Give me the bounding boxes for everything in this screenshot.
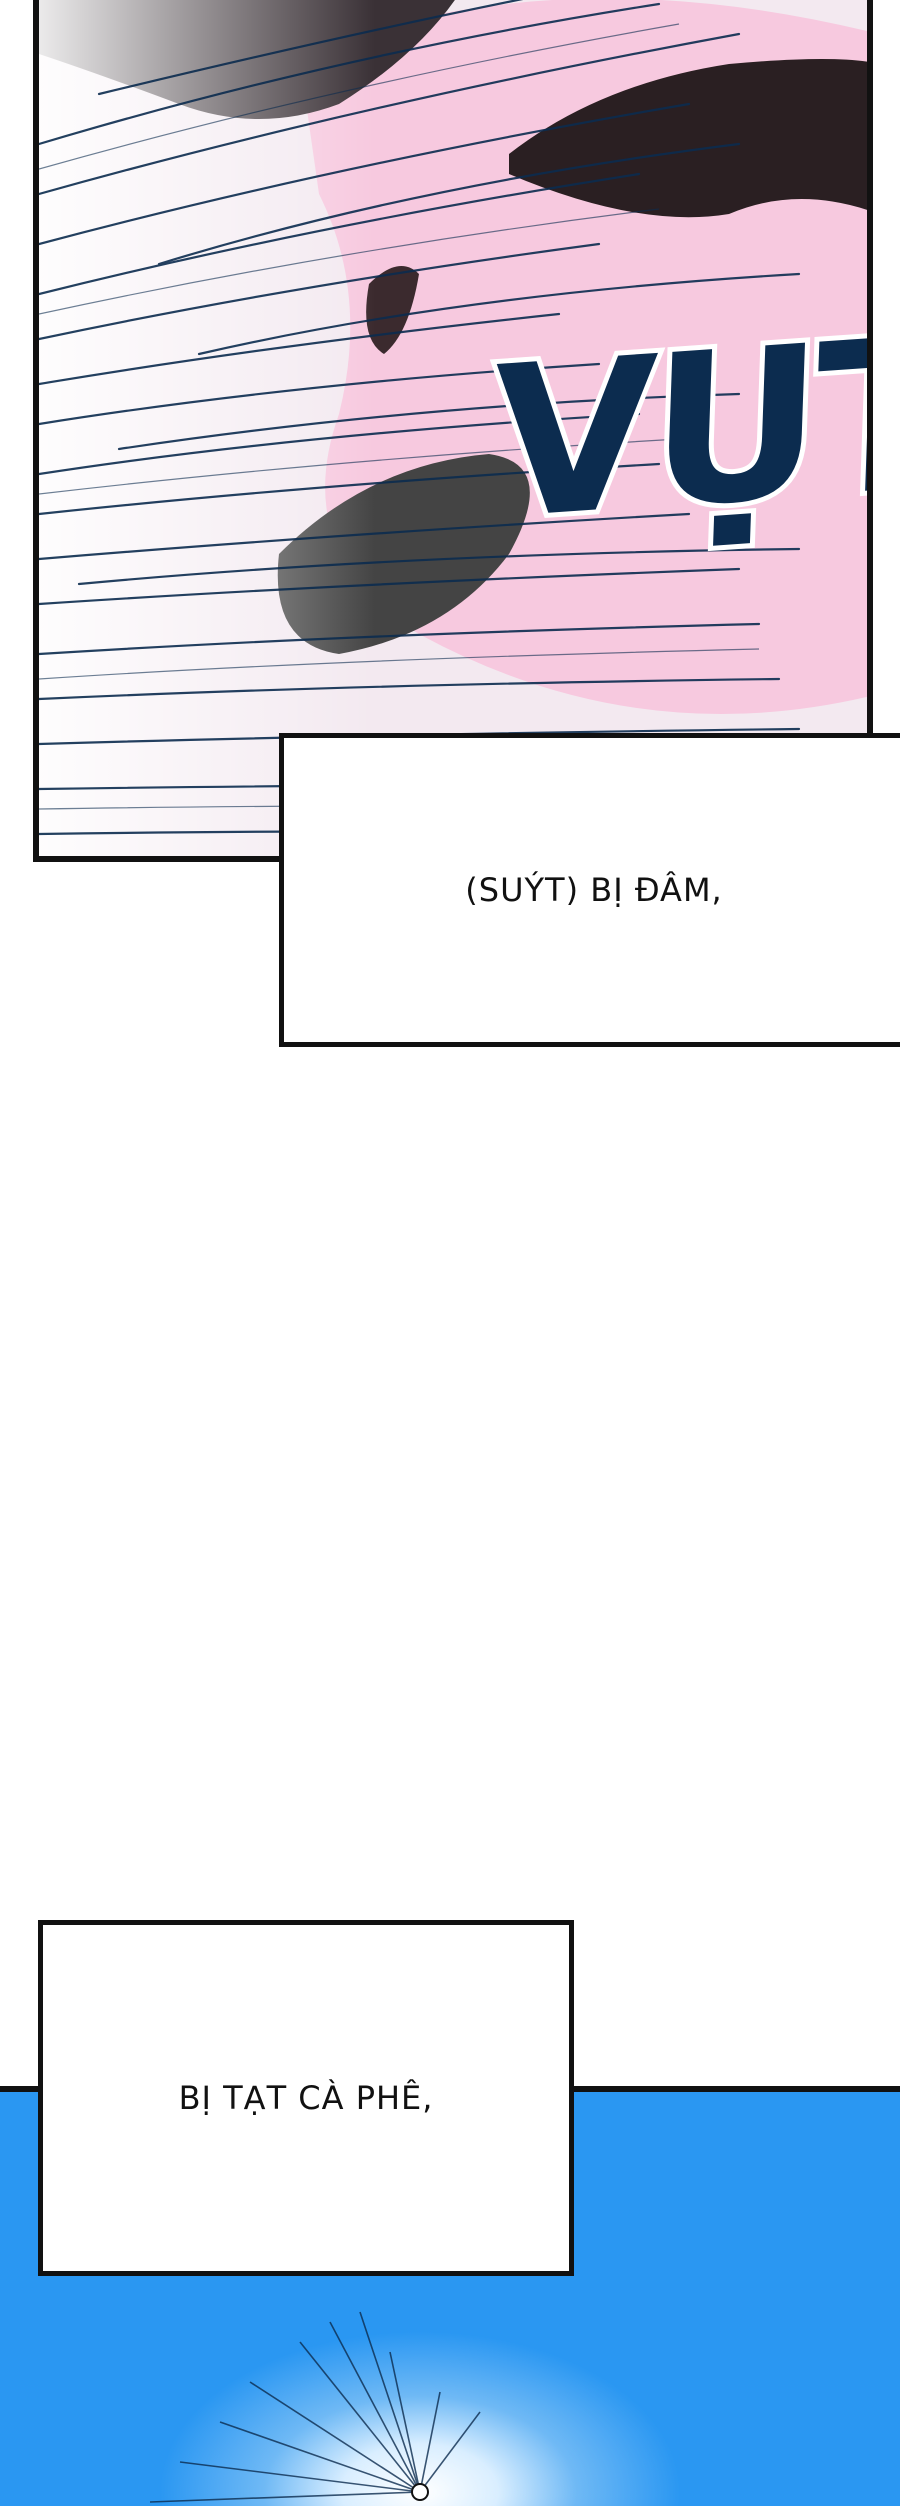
caption-text-1: (SUÝT) BỊ ĐÂM, [465, 871, 723, 909]
speed-lines-art [39, 0, 867, 856]
caption-text-2: BỊ TẠT CÀ PHÊ, [178, 2079, 434, 2117]
action-panel: VỤT [33, 0, 873, 862]
sound-effect-text: VỤT [484, 285, 873, 571]
burst-lines-art [149, 2311, 481, 2503]
caption-box-1: (SUÝT) BỊ ĐÂM, [279, 733, 900, 1047]
caption-box-2: BỊ TẠT CÀ PHÊ, [38, 1920, 574, 2276]
